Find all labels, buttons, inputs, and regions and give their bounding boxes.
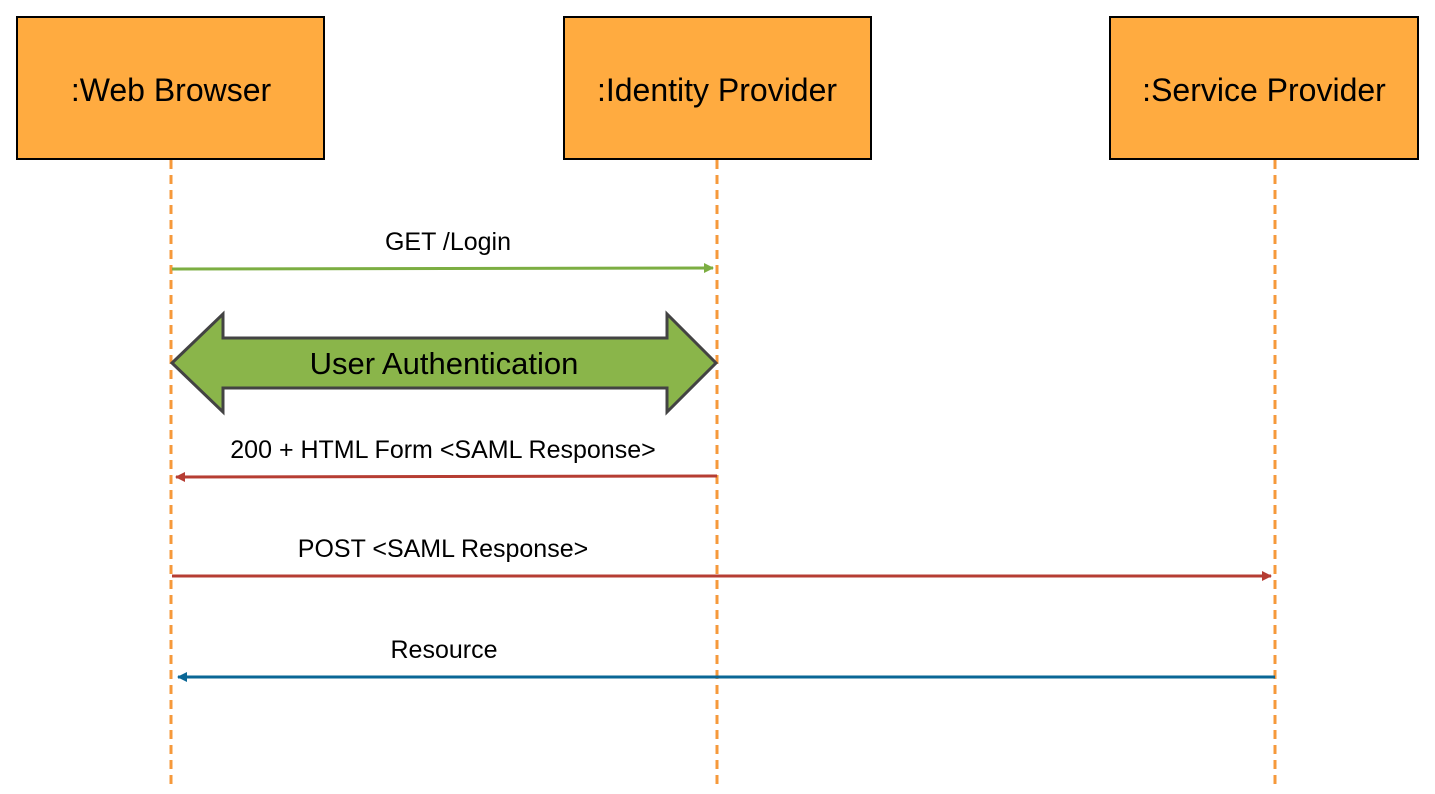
participant-box <box>1109 16 1419 160</box>
message-label: 200 + HTML Form <SAML Response> <box>230 436 655 464</box>
participant-box <box>563 16 872 160</box>
participant-label: :Web Browser <box>71 72 272 108</box>
message-arrow <box>171 263 714 274</box>
participant-identity-provider: :Identity Provider <box>563 16 872 160</box>
message-get-login: GET /Login <box>171 228 714 274</box>
user-authentication-label: User Authentication <box>310 346 579 381</box>
participant-label: :Service Provider <box>1142 72 1386 108</box>
message-html-form-saml-response: 200 + HTML Form <SAML Response> <box>175 436 718 482</box>
message-label: GET /Login <box>385 228 511 256</box>
participant-label: :Identity Provider <box>597 72 837 108</box>
participant-web-browser: :Web Browser <box>16 16 325 160</box>
message-arrow <box>175 471 718 482</box>
message-label: POST <SAML Response> <box>298 535 588 563</box>
user-authentication-block: User Authentication <box>169 310 719 416</box>
participant-service-provider: :Service Provider <box>1109 16 1419 160</box>
double-arrow-shape <box>169 310 719 416</box>
message-post-saml-response: POST <SAML Response> <box>172 535 1272 581</box>
message-resource: Resource <box>177 636 1275 682</box>
participant-box <box>16 16 325 160</box>
message-label: Resource <box>391 636 498 664</box>
